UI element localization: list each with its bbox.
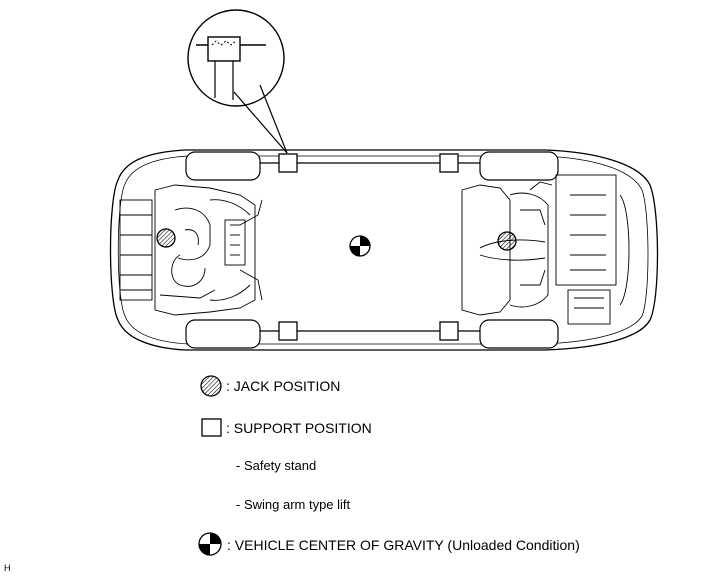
center-of-gravity-label: : VEHICLE CENTER OF GRAVITY (Unloaded Co…	[227, 537, 580, 553]
jack-position-label: : JACK POSITION	[226, 378, 341, 394]
support-point-rear-left	[439, 153, 459, 173]
swing-arm-lift-label: - Swing arm type lift	[236, 497, 351, 512]
support-point-front-right	[278, 321, 298, 341]
figure-code: H	[4, 563, 11, 573]
jack-point-front	[156, 228, 176, 248]
wheel-rear-right	[479, 319, 559, 349]
rear-underbody-details	[461, 174, 630, 325]
safety-stand-label: - Safety stand	[236, 458, 317, 473]
center-of-gravity-note: (Unloaded Condition)	[447, 537, 580, 553]
center-of-gravity-marker	[349, 235, 371, 257]
wheel-front-left	[185, 151, 261, 181]
support-position-markers	[278, 153, 459, 341]
magnified-support-detail	[187, 9, 288, 154]
front-underbody-details	[119, 184, 263, 316]
support-point-rear-right	[439, 321, 459, 341]
support-position-square-icon	[201, 418, 222, 437]
wheel-rear-left	[479, 151, 559, 181]
center-of-gravity-quartered-circle-icon	[198, 532, 222, 556]
support-point-front-left	[278, 153, 298, 173]
wheel-front-right	[185, 319, 261, 349]
support-position-label: : SUPPORT POSITION	[226, 420, 372, 436]
jack-position-hatched-circle-icon	[200, 375, 222, 397]
center-of-gravity-title: : VEHICLE CENTER OF GRAVITY	[227, 537, 444, 553]
jack-point-rear	[497, 231, 517, 251]
